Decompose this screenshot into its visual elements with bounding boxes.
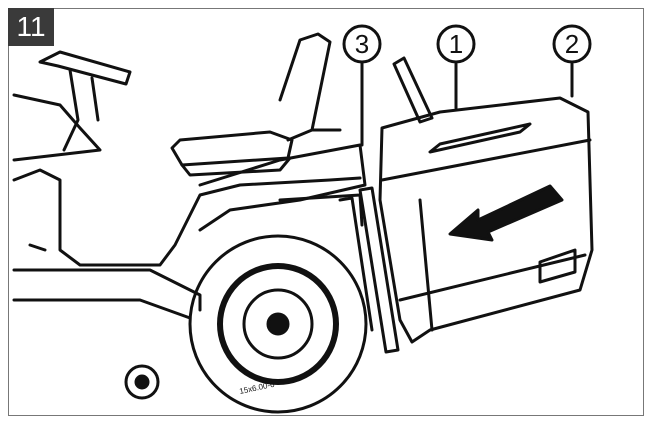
figure-number-badge: 11 — [8, 8, 54, 46]
callout-circle-1 — [436, 24, 476, 64]
rear-wheel — [188, 234, 368, 414]
callout-label-3: 3 — [355, 29, 369, 59]
collector-handle — [392, 56, 434, 124]
seat — [170, 32, 342, 177]
callout-circle-3 — [342, 24, 382, 64]
grass-collector — [378, 96, 594, 344]
steering-wheel — [38, 50, 132, 152]
chassis — [12, 93, 362, 320]
callout-label-1: 1 — [449, 29, 463, 59]
callout-label-2: 2 — [565, 29, 579, 59]
callout-circle-2 — [552, 24, 592, 64]
removal-direction-arrow — [448, 184, 564, 242]
front-caster-wheel — [124, 364, 160, 400]
tire-size-text: 15x6.00-6 — [239, 380, 276, 396]
latch-bar — [338, 186, 400, 354]
